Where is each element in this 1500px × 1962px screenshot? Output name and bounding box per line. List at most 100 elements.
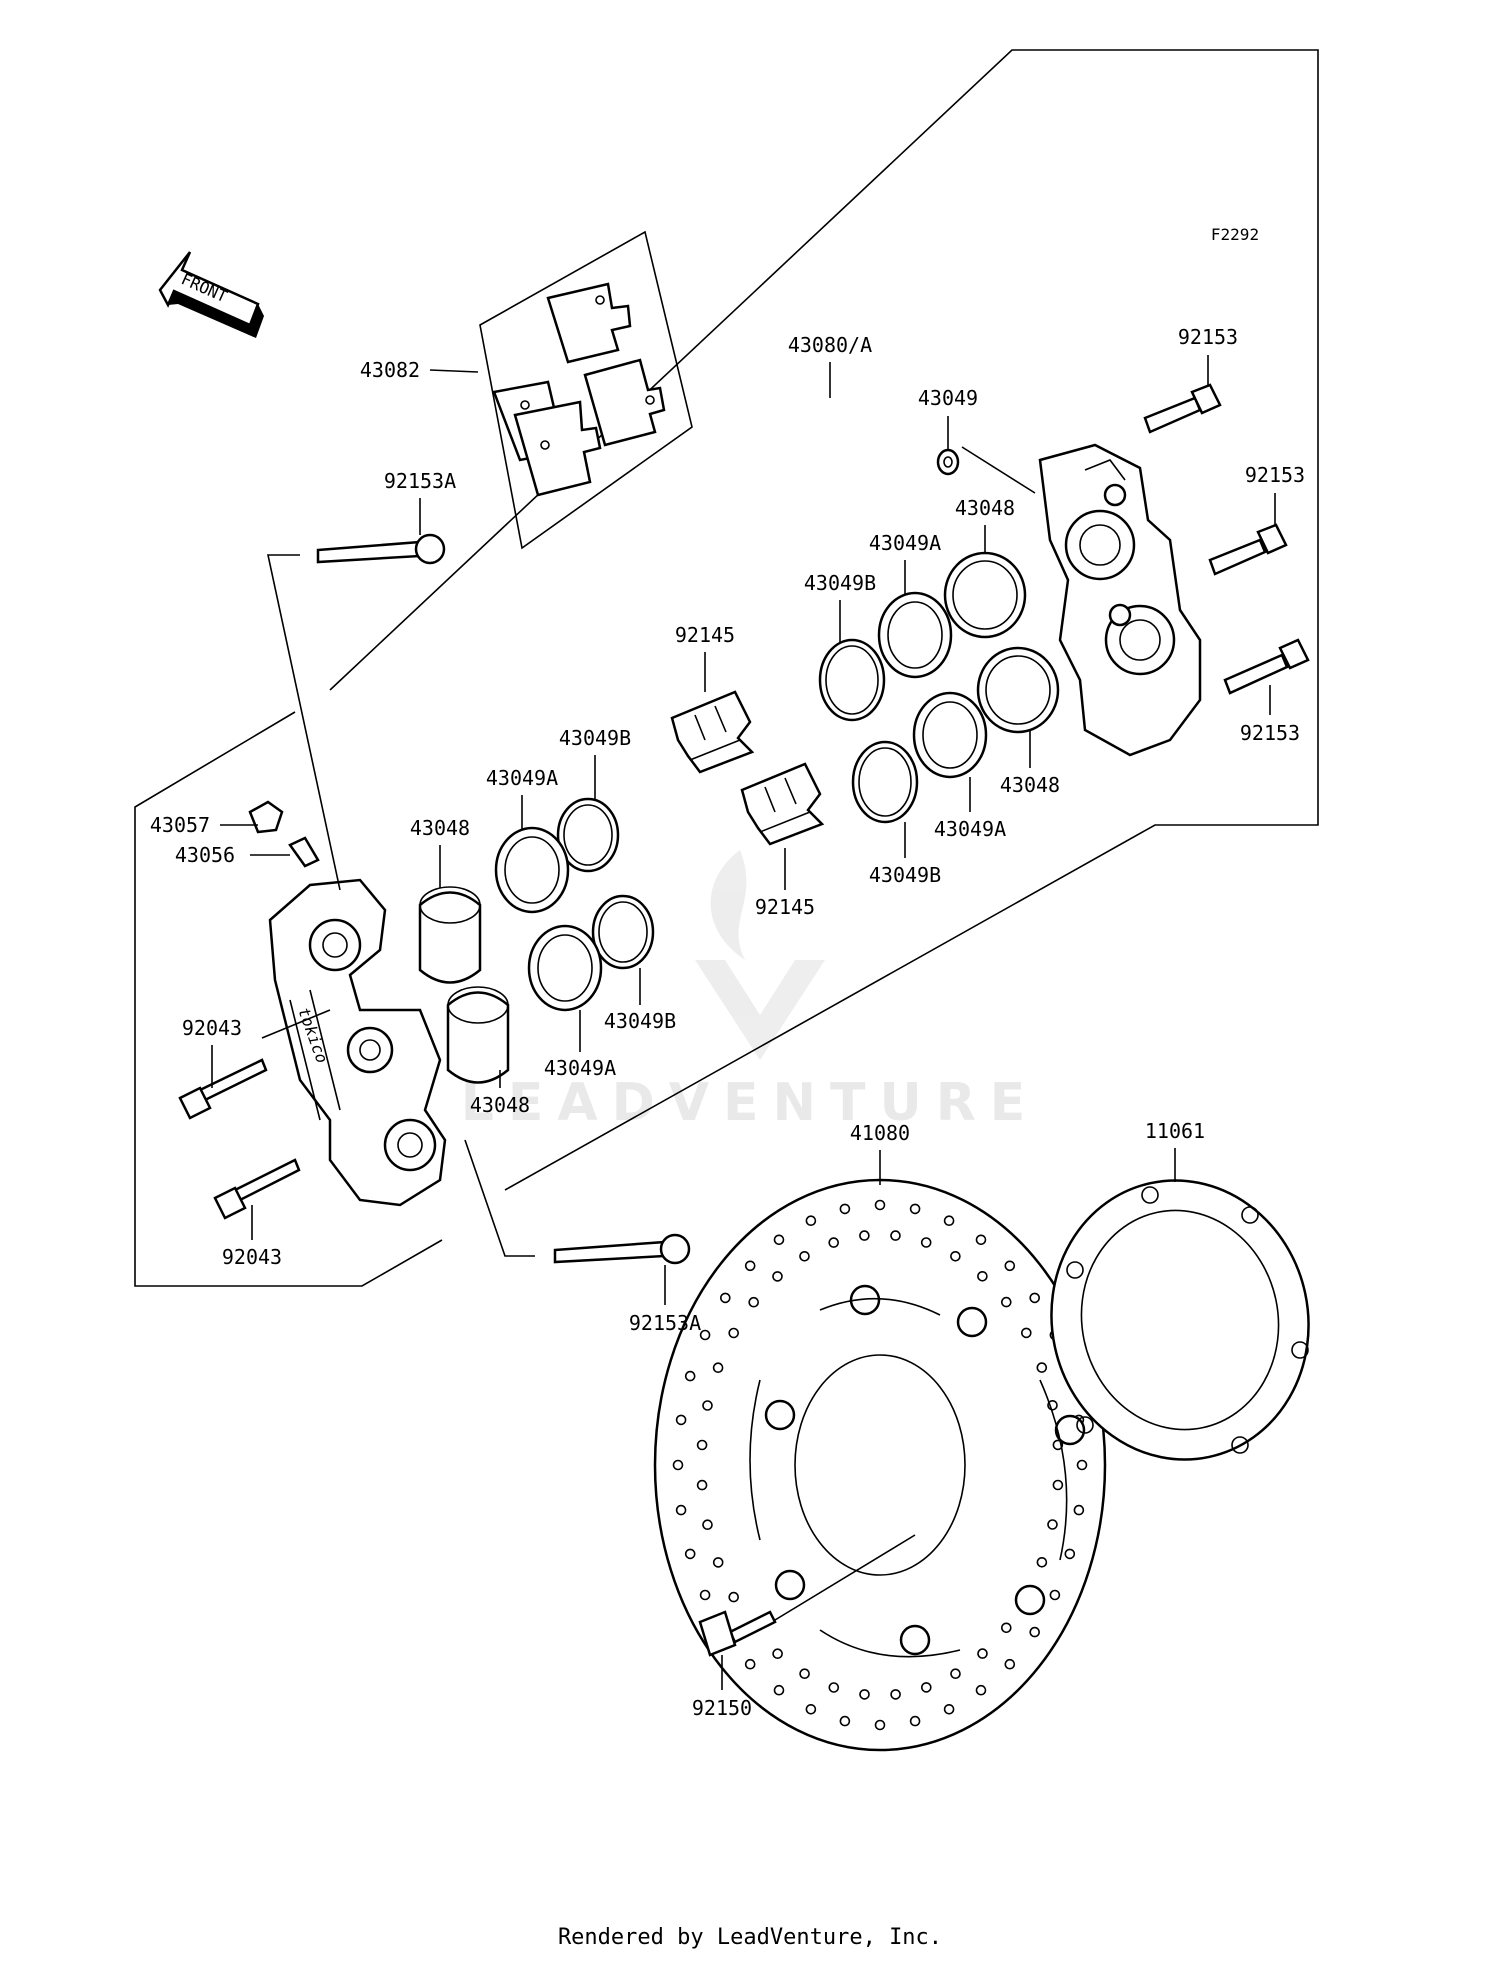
seal-43049b-lower-right [851, 740, 919, 824]
disc-hole [696, 1479, 708, 1491]
footer-credit: Rendered by LeadVenture, Inc. [557, 1925, 943, 1950]
disc-hole [1064, 1548, 1076, 1560]
label-43049a-lower-right: 43049A [934, 817, 1006, 841]
disc-hole [805, 1704, 817, 1715]
disc-hole [1029, 1626, 1040, 1638]
disc-hole [1052, 1479, 1064, 1491]
disc-hole [977, 1648, 988, 1659]
gasket-11061 [1050, 1179, 1310, 1461]
label-43049a-upper-right: 43049A [869, 531, 941, 555]
disc-hole [1052, 1439, 1064, 1451]
bolt-92153a-lower [553, 1233, 691, 1265]
disc-hole [675, 1414, 687, 1426]
disc-hole [920, 1682, 932, 1693]
seal-43049a-lower-right [912, 691, 988, 779]
disc-hole [859, 1230, 870, 1241]
disc-hole [1047, 1519, 1058, 1530]
label-43080a: 43080/A [788, 333, 872, 357]
pad-spring-92145-lower [740, 762, 825, 846]
pad-spring-92145-upper [670, 690, 755, 774]
seal-43049a-upper-left [494, 826, 570, 914]
seal-43049 [936, 448, 960, 476]
disc-hole [859, 1689, 870, 1700]
bleed-cap-43057 [248, 800, 284, 834]
disc-hole [1004, 1658, 1016, 1670]
disc-hole [702, 1519, 713, 1530]
label-43049b-lower-left: 43049B [604, 1009, 676, 1033]
disc-hole [943, 1704, 955, 1715]
label-43048-upper-right: 43048 [955, 496, 1015, 520]
bolt-92153-lower [1223, 638, 1310, 695]
piston-43048-lower-right [976, 646, 1060, 734]
label-92145-upper: 92145 [675, 623, 735, 647]
disc-hole [1000, 1296, 1012, 1308]
label-43049b-upper-right: 43049B [804, 571, 876, 595]
label-41080: 41080 [850, 1121, 910, 1145]
bolt-92153a-upper [316, 533, 446, 565]
label-43049b-upper-left: 43049B [559, 726, 631, 750]
bolt-92153-top [1143, 383, 1222, 434]
disc-hole [909, 1715, 921, 1727]
brake-pad-set-43082 [479, 230, 693, 550]
disc-hole [773, 1234, 785, 1246]
label-43057: 43057 [150, 813, 210, 837]
label-43049b-lower-right: 43049B [869, 863, 941, 887]
disc-hole [943, 1215, 955, 1226]
label-43048-lower-left: 43048 [470, 1093, 530, 1117]
disc-hole [728, 1591, 740, 1603]
label-92043-lower: 92043 [222, 1245, 282, 1269]
disc-hole [975, 1684, 987, 1696]
disc-hole [744, 1260, 756, 1272]
disc-hole [799, 1668, 810, 1679]
disc-hole [1036, 1362, 1048, 1373]
label-92153-lower: 92153 [1240, 721, 1300, 745]
leadventure-watermark-logo [695, 850, 825, 1060]
disc-hole [828, 1237, 840, 1248]
label-92145-lower: 92145 [755, 895, 815, 919]
seal-43049b-upper-right [818, 638, 886, 722]
piston-43048-upper-left [418, 886, 482, 984]
figure-code: F2292 [1211, 225, 1259, 244]
disc-hole [699, 1329, 711, 1341]
disc-hole [839, 1203, 851, 1215]
watermark-text: LEADVENTURE [461, 1073, 1040, 1133]
label-92153a-upper: 92153A [384, 469, 456, 493]
disc-hole [1047, 1400, 1058, 1411]
disc-hole [828, 1682, 840, 1693]
disc-hole [1029, 1292, 1040, 1304]
label-11061: 11061 [1145, 1119, 1205, 1143]
label-43048-lower-right: 43048 [1000, 773, 1060, 797]
disc-hole [684, 1548, 696, 1560]
disc-hole [1049, 1589, 1061, 1601]
disc-hole [839, 1715, 851, 1727]
disc-hole [728, 1327, 740, 1339]
disc-hole [890, 1689, 901, 1700]
disc-hole [712, 1362, 724, 1373]
label-43048-upper-left: 43048 [410, 816, 470, 840]
label-43049a-upper-left: 43049A [486, 766, 558, 790]
disc-hole [773, 1684, 785, 1696]
disc-hole [675, 1504, 687, 1516]
label-92153a-lower: 92153A [629, 1311, 701, 1335]
disc-hole [920, 1237, 932, 1248]
disc-hole [909, 1203, 921, 1215]
disc-hole [950, 1251, 961, 1262]
label-43082: 43082 [360, 358, 420, 382]
disc-hole [1004, 1260, 1016, 1272]
disc-hole [772, 1648, 783, 1659]
piston-43048-upper-right [943, 551, 1027, 639]
label-43049: 43049 [918, 386, 978, 410]
seal-43049b-upper-left [556, 797, 620, 873]
label-92153-top: 92153 [1178, 325, 1238, 349]
bolt-92043-upper [178, 1058, 268, 1120]
disc-hole [744, 1658, 756, 1670]
seal-43049a-lower-left [527, 924, 603, 1012]
caliper-right-half [1038, 443, 1202, 757]
seal-43049a-upper-right [877, 591, 953, 679]
disc-hole [805, 1215, 817, 1226]
disc-hole [684, 1370, 696, 1382]
disc-hole [748, 1296, 760, 1308]
disc-hole [702, 1400, 713, 1411]
disc-hole [712, 1557, 724, 1568]
